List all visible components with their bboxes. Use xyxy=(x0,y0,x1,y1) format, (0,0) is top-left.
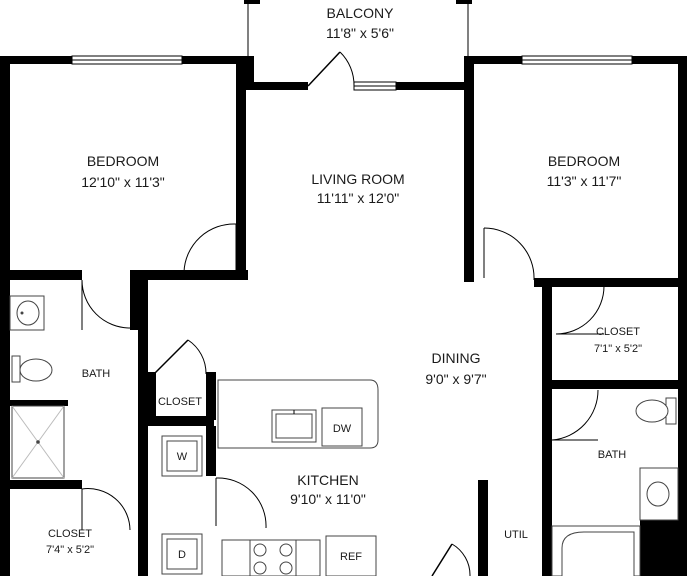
fixture-labels: DW W D REF xyxy=(177,423,362,563)
kitchen-name: KITCHEN xyxy=(297,472,358,488)
bath-right-name: BATH xyxy=(598,449,627,461)
refrigerator-label: REF xyxy=(340,551,362,563)
kitchen-dims: 9'10" x 11'0" xyxy=(290,491,366,507)
living-room-name: LIVING ROOM xyxy=(311,171,404,187)
balcony-name: BALCONY xyxy=(327,5,395,21)
dryer-label: D xyxy=(178,549,186,561)
bedroom-left-name: BEDROOM xyxy=(87,153,159,169)
closet-left-dims: 7'4" x 5'2" xyxy=(46,544,94,556)
balcony-railing xyxy=(244,0,472,56)
closet-mid-name: CLOSET xyxy=(158,396,202,408)
bedroom-right-name: BEDROOM xyxy=(548,153,620,169)
closet-right-name: CLOSET xyxy=(596,326,640,338)
windows xyxy=(71,55,633,91)
room-labels: BALCONY 11'8" x 5'6" BEDROOM 12'10" x 11… xyxy=(46,5,642,556)
dining-name: DINING xyxy=(432,350,481,366)
refrigerator-icon xyxy=(325,535,377,576)
fixtures xyxy=(9,295,679,576)
left-toilet-icon xyxy=(11,355,53,383)
washer-label: W xyxy=(177,451,188,463)
closet-left-name: CLOSET xyxy=(48,528,92,540)
dishwasher-icon xyxy=(321,407,363,447)
shower-icon xyxy=(11,405,65,479)
dishwasher-label: DW xyxy=(333,423,352,435)
bathtub-icon xyxy=(551,525,641,576)
balcony-dims: 11'8" x 5'6" xyxy=(326,25,394,41)
closet-right-dims: 7'1" x 5'2" xyxy=(594,343,642,355)
doors xyxy=(81,51,605,576)
util-name: UTIL xyxy=(504,529,528,541)
bedroom-left-dims: 12'10" x 11'3" xyxy=(81,174,165,190)
bath-left-name: BATH xyxy=(82,368,111,380)
dining-dims: 9'0" x 9'7" xyxy=(425,371,486,387)
bedroom-right-dims: 11'3" x 11'7" xyxy=(547,173,622,189)
right-toilet-icon xyxy=(635,397,677,425)
living-room-dims: 11'11" x 12'0" xyxy=(317,190,400,206)
